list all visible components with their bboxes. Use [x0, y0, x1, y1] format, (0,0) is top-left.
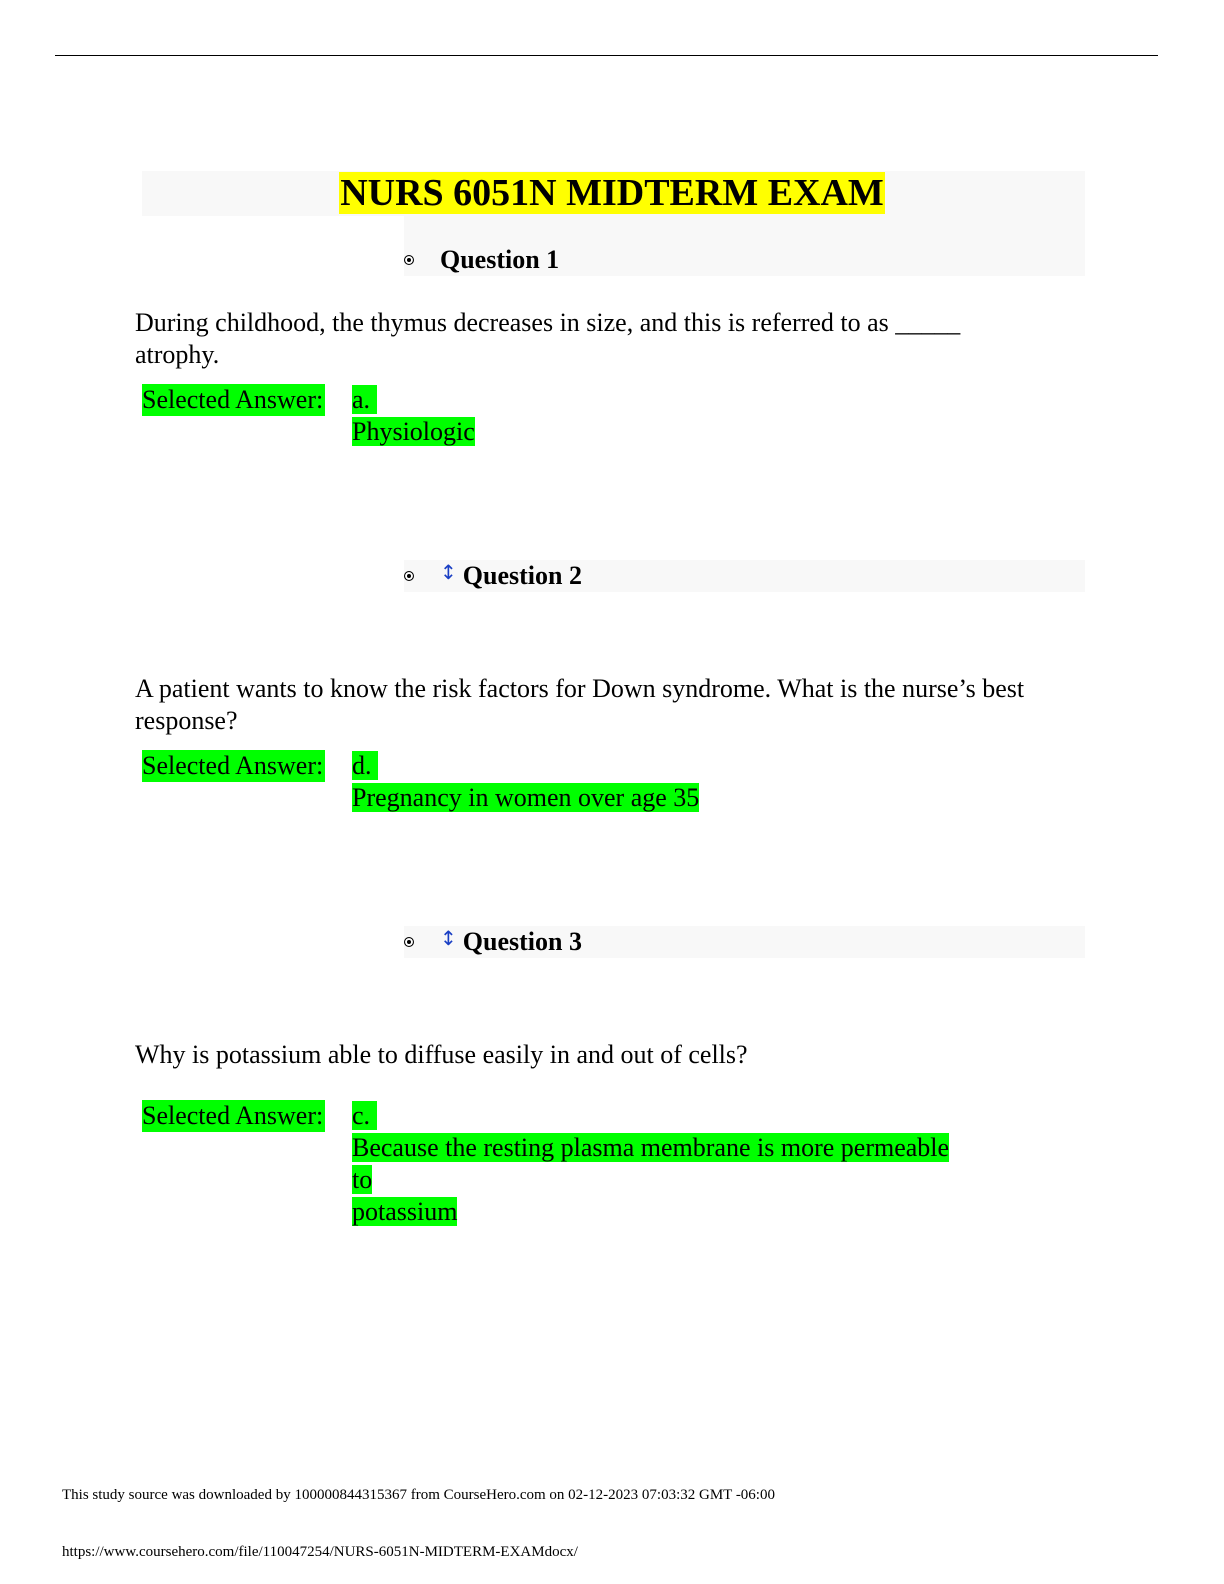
move-vertical-icon[interactable]: ↕ [440, 560, 457, 584]
question-3-selected-label: Selected Answer: [142, 1100, 326, 1132]
question-3-answer-line-1: Because the resting plasma membrane is m… [352, 1133, 950, 1162]
question-3-answer-line-3: potassium [352, 1197, 458, 1226]
question-2-label: Question 2 [462, 561, 582, 590]
question-1-label: Question 1 [440, 245, 560, 274]
question-1-answer-letter: a. [352, 385, 371, 414]
question-1-answer-text: Physiologic [352, 417, 475, 446]
bullet-circle-icon [404, 937, 414, 947]
question-1-text: During childhood, the thymus decreases i… [135, 308, 961, 369]
question-1-band [404, 216, 1085, 276]
bullet-circle-icon [404, 571, 414, 581]
question-3-text: Why is potassium able to diffuse easily … [135, 1040, 748, 1069]
question-3-answer-line-2: to [352, 1165, 373, 1194]
move-vertical-icon[interactable]: ↕ [440, 926, 457, 950]
question-3-answer: c. Because the resting plasma membrane i… [352, 1100, 950, 1228]
question-1-header: Question 1 [404, 244, 559, 276]
question-2-selected-label: Selected Answer: [142, 750, 326, 782]
question-2-text: A patient wants to know the risk factors… [135, 674, 1025, 735]
question-2-answer-text: Pregnancy in women over age 35 [352, 783, 700, 812]
footer-download-notice: This study source was downloaded by 1000… [62, 1487, 775, 1503]
question-3-header: ↕ Question 3 [404, 926, 582, 958]
question-2-answer: d. Pregnancy in women over age 35 [352, 750, 700, 814]
top-divider [55, 55, 1158, 56]
question-3-band [404, 926, 1085, 958]
footer-source-url[interactable]: https://www.coursehero.com/file/11004725… [62, 1544, 578, 1560]
question-1-selected-label: Selected Answer: [142, 384, 326, 416]
question-2-header: ↕ Question 2 [404, 560, 582, 592]
question-2-band [404, 560, 1085, 592]
page-title-text: NURS 6051N MIDTERM EXAM [339, 172, 885, 214]
bullet-circle-icon [404, 255, 414, 265]
question-3-answer-letter: c. [352, 1101, 371, 1130]
question-2-answer-letter: d. [352, 751, 372, 780]
page-title: NURS 6051N MIDTERM EXAM [0, 170, 1224, 216]
question-3-label: Question 3 [462, 927, 582, 956]
question-1-answer: a. Physiologic [352, 384, 475, 448]
